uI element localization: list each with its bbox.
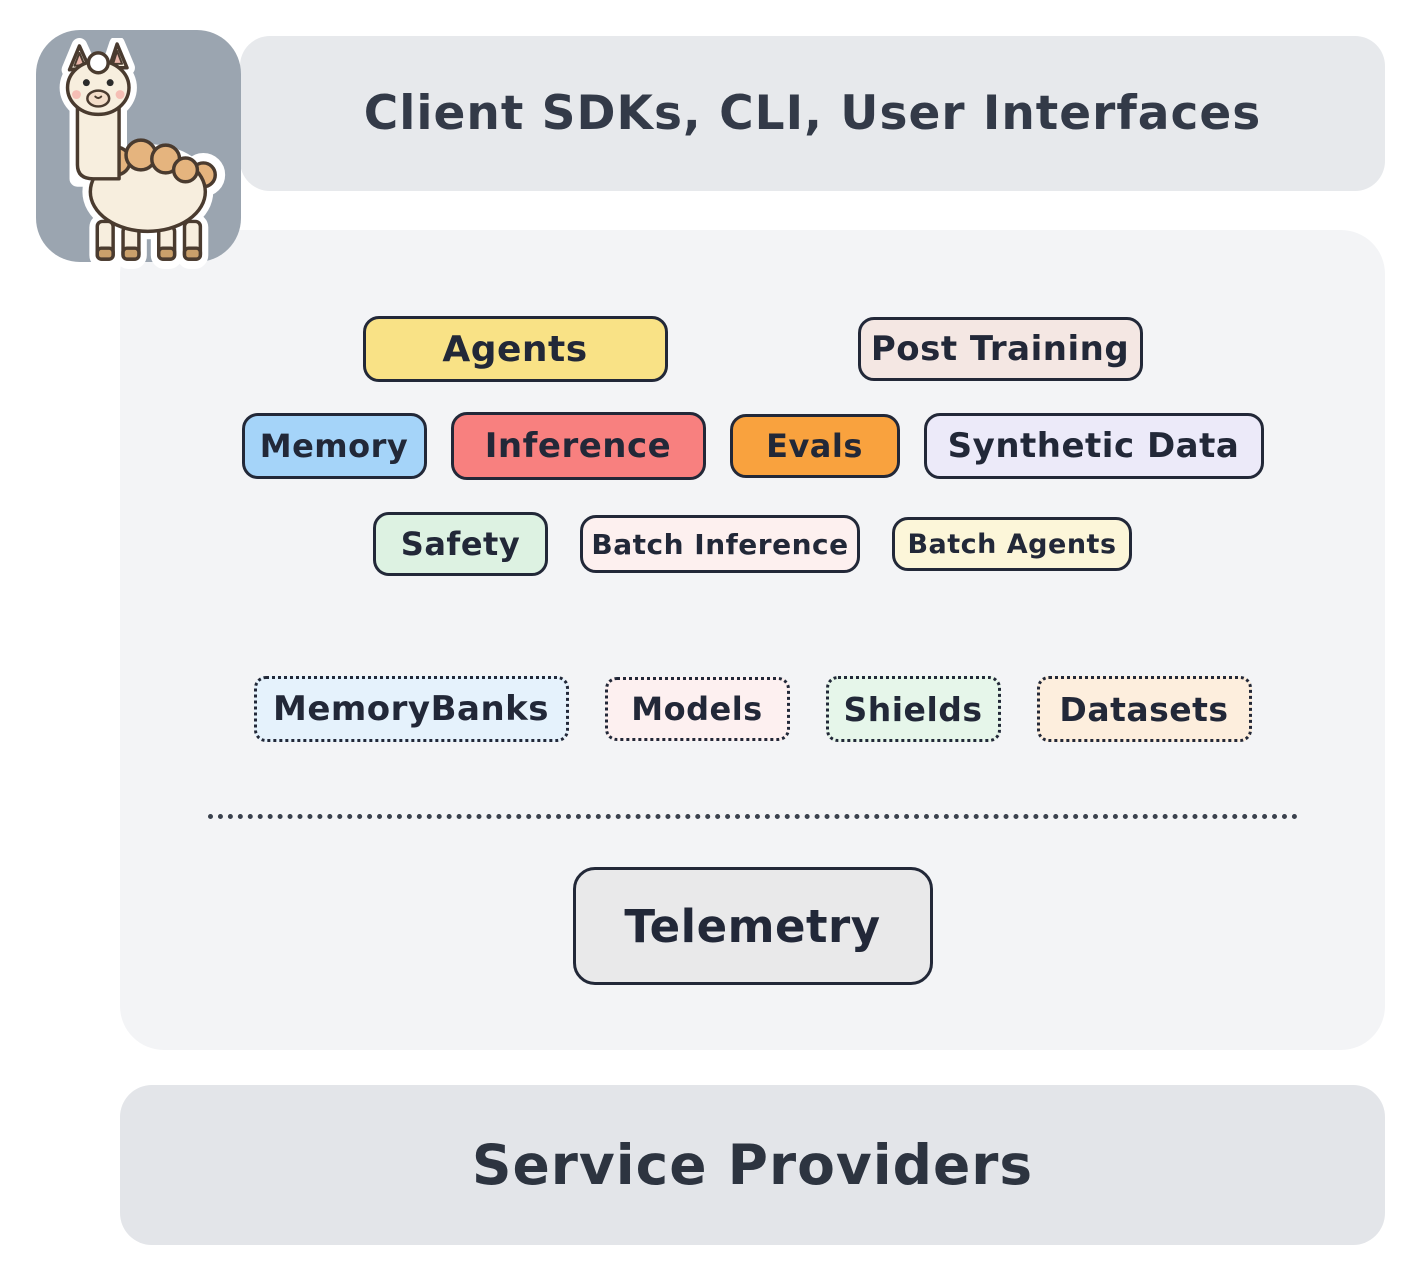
client-layer-title: Client SDKs, CLI, User Interfaces — [363, 86, 1262, 141]
service-providers-title: Service Providers — [471, 1133, 1034, 1197]
api-box-label: Batch Inference — [591, 527, 849, 561]
api-box-evals: Evals — [729, 414, 900, 478]
api-box-label: Safety — [400, 525, 521, 563]
telemetry-row: Telemetry — [572, 867, 933, 985]
api-box-label: Inference — [484, 426, 672, 466]
api-box-telemetry: Telemetry — [572, 867, 933, 985]
resource-box-shields: Shields — [825, 676, 1001, 742]
resource-box-label: Models — [631, 690, 763, 728]
api-box-agents: Agents — [362, 316, 668, 382]
resource-box-label: Shields — [843, 689, 983, 729]
api-box-inference: Inference — [450, 412, 706, 480]
api-box-post-training: Post Training — [857, 317, 1143, 381]
api-row-1: Agents Post Training — [362, 316, 1143, 382]
llama-stack-panel: Agents Post Training Memory Inference Ev… — [120, 230, 1385, 1050]
api-box-memory: Memory — [241, 413, 427, 479]
api-box-label: Telemetry — [624, 899, 881, 953]
llama-mascot-icon — [59, 38, 226, 270]
api-box-synthetic-data: Synthetic Data — [923, 413, 1264, 479]
api-box-label: Batch Agents — [907, 528, 1117, 560]
resource-box-models: Models — [604, 677, 790, 741]
api-row-3: Safety Batch Inference Batch Agents — [373, 512, 1132, 576]
api-box-batch-inference: Batch Inference — [580, 515, 860, 573]
api-box-safety: Safety — [373, 512, 548, 576]
resource-box-datasets: Datasets — [1036, 676, 1252, 742]
dotted-divider — [207, 814, 1298, 819]
resource-box-label: Datasets — [1059, 689, 1229, 729]
resource-box-label: MemoryBanks — [272, 689, 550, 729]
api-box-batch-agents: Batch Agents — [892, 517, 1132, 571]
resource-box-memorybanks: MemoryBanks — [253, 676, 569, 742]
service-providers-bar: Service Providers — [120, 1085, 1385, 1245]
api-box-label: Post Training — [870, 329, 1130, 369]
api-box-label: Agents — [442, 328, 588, 370]
api-box-label: Evals — [766, 427, 863, 465]
api-box-label: Memory — [259, 427, 409, 465]
api-box-label: Synthetic Data — [947, 426, 1240, 466]
client-layer-bar: Client SDKs, CLI, User Interfaces — [240, 36, 1385, 191]
api-row-2: Memory Inference Evals Synthetic Data — [241, 412, 1264, 480]
resources-row: MemoryBanks Models Shields Datasets — [253, 676, 1252, 742]
